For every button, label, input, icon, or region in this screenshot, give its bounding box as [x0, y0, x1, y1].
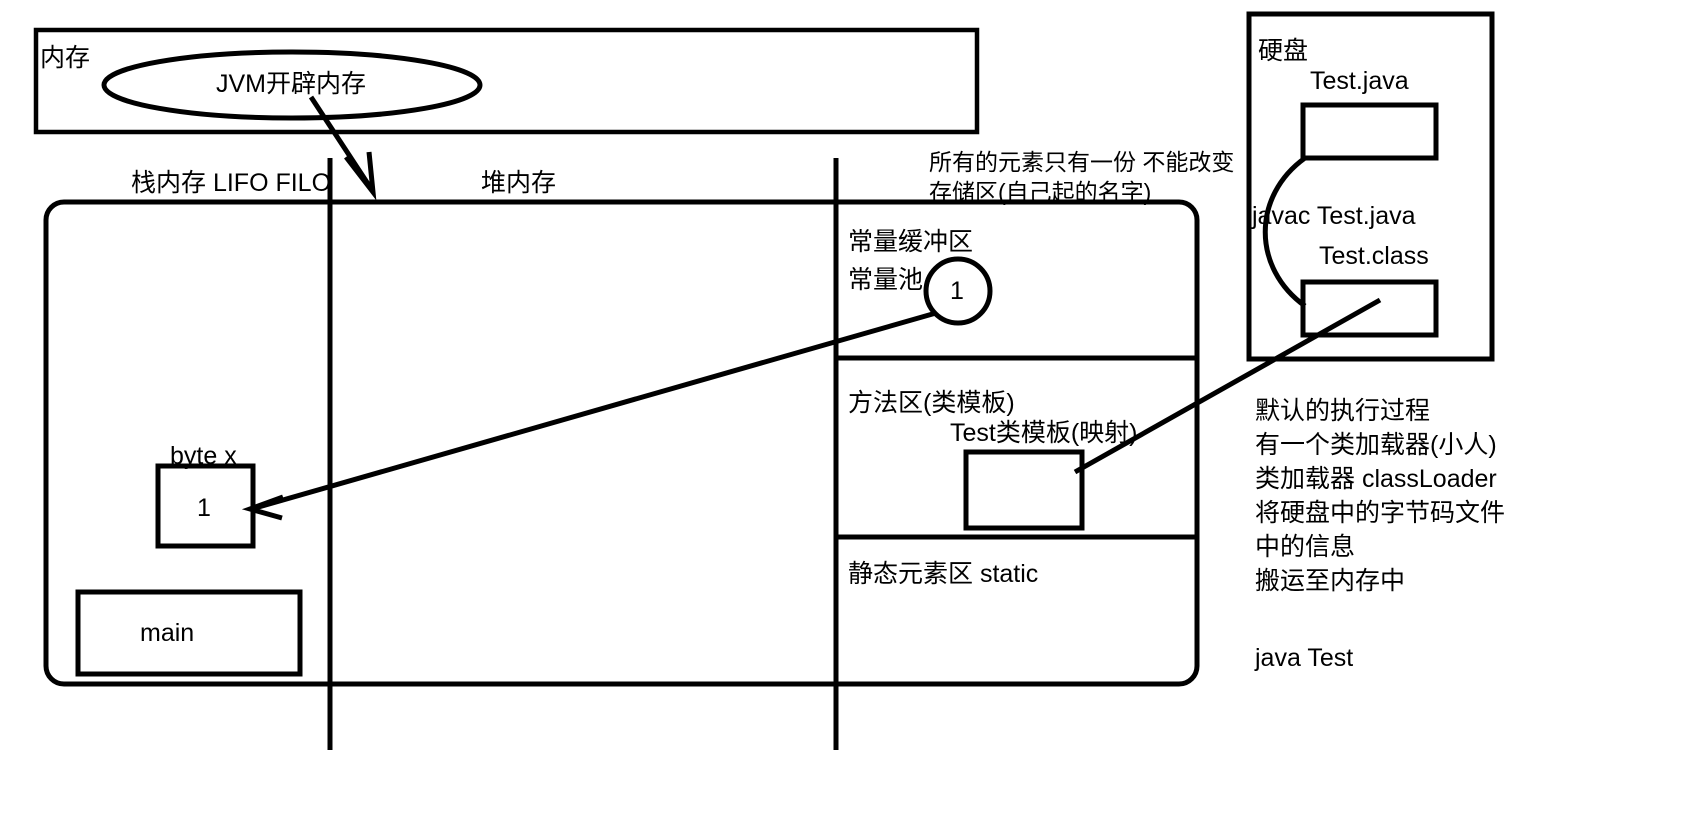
- test-class-file-box: [1300, 279, 1439, 338]
- memory-panel-border: [33, 27, 980, 135]
- jvm-allocate-memory-ellipse: [101, 49, 483, 121]
- test-class-template-box: [963, 449, 1085, 531]
- constant-pool-label: 常量池: [848, 266, 924, 294]
- explanation-line-3: 类加载器 classLoader: [1255, 465, 1497, 493]
- explanation-line-5: 中的信息: [1255, 533, 1356, 561]
- method-area-label: 方法区(类模板): [848, 389, 1015, 417]
- test-class-file-label: Test.class: [1319, 242, 1429, 270]
- test-java-file-label: Test.java: [1310, 67, 1409, 95]
- test-java-file-box: [1300, 102, 1439, 161]
- pool-to-variable-arrowhead: [241, 494, 284, 521]
- disk-panel-border: [1246, 11, 1495, 362]
- runtime-memory-box: [43, 199, 1200, 687]
- jvm-allocate-memory-label: JVM开辟内存: [216, 70, 367, 98]
- storage-note-line-1: 所有的元素只有一份 不能改变: [929, 149, 1235, 175]
- disk-panel-label: 硬盘: [1258, 37, 1309, 65]
- explanation-text-block: 默认的执行过程 有一个类加载器(小人) 类加载器 classLoader 将硬盘…: [1255, 394, 1505, 598]
- memory-panel-label: 内存: [40, 44, 91, 72]
- variable-declaration-label: byte x: [170, 442, 237, 470]
- explanation-line-1: 默认的执行过程: [1255, 397, 1431, 425]
- main-frame-box: [75, 589, 303, 677]
- constant-buffer-label: 常量缓冲区: [848, 228, 974, 256]
- jvm-to-stack-arrowhead: [344, 151, 377, 201]
- javac-command-label: javac Test.java: [1252, 202, 1416, 230]
- javac-compile-curve: [1262, 155, 1307, 309]
- java-run-command-label: java Test: [1255, 644, 1354, 672]
- static-area-label: 静态元素区 static: [848, 560, 1039, 588]
- main-frame-label: main: [140, 619, 195, 647]
- explanation-line-2: 有一个类加载器(小人): [1255, 431, 1497, 459]
- constant-pool-value-circle: [923, 256, 993, 326]
- heap-memory-label: 堆内存: [481, 169, 557, 197]
- constant-pool-value: 1: [950, 277, 964, 305]
- storage-note-line-2: 存储区(自己起的名字): [929, 179, 1152, 205]
- test-class-template-label: Test类模板(映射): [950, 419, 1138, 447]
- variable-value-x: 1: [197, 494, 211, 522]
- classloader-transfer-line: [1073, 297, 1382, 475]
- explanation-line-6: 搬运至内存中: [1255, 567, 1406, 595]
- pool-to-variable-line: [254, 310, 937, 511]
- stack-memory-label: 栈内存 LIFO FILO: [131, 169, 332, 197]
- explanation-line-4: 将硬盘中的字节码文件: [1255, 499, 1506, 527]
